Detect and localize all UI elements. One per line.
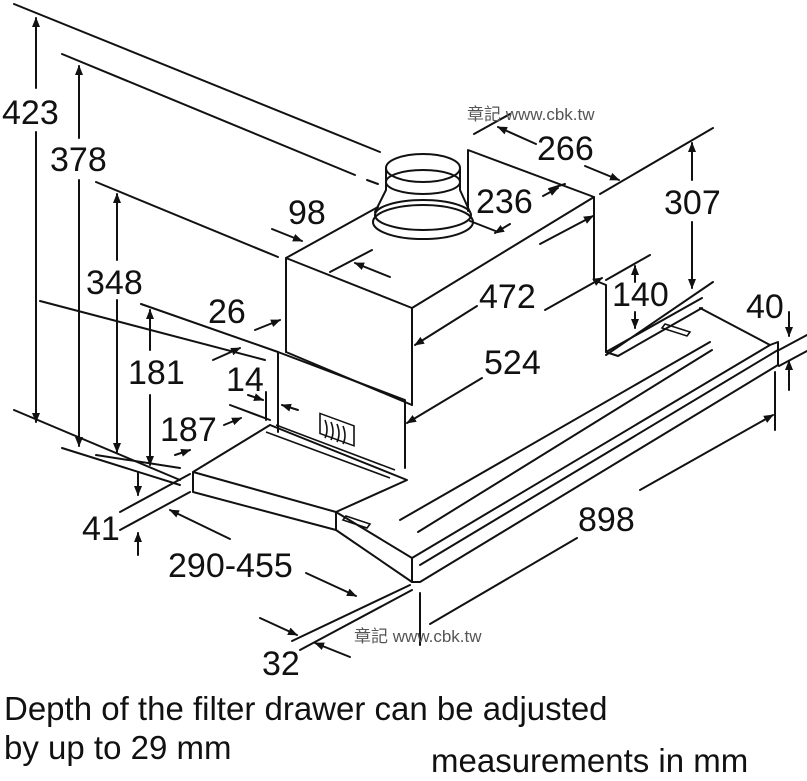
duct-collar: [372, 153, 474, 240]
watermark-bottom: 章記 www.cbk.tw: [354, 627, 482, 646]
dimension-labels: 423 378 348 181 187 26 14 98 266 236 472…: [2, 94, 784, 683]
extension-lines: [13, 3, 381, 486]
drawer-depth-note-line2: by up to 29 mm: [4, 729, 232, 766]
dim-label-290-455: 290-455: [168, 547, 293, 585]
dim-label-348: 348: [86, 264, 143, 302]
dimension-lines: [119, 113, 807, 658]
height-dimension-lines: [32, 17, 154, 466]
drawer-depth-note-line1: Depth of the filter drawer can be adjust…: [4, 690, 608, 727]
units-note: measurements in mm: [431, 742, 749, 779]
front-trim: [335, 307, 779, 583]
dim-label-187: 187: [160, 411, 217, 449]
dim-label-472: 472: [479, 278, 536, 316]
dim-label-140: 140: [612, 276, 669, 314]
dim-label-26: 26: [208, 293, 246, 331]
dim-label-236: 236: [476, 183, 533, 221]
dim-label-898: 898: [578, 501, 635, 539]
dim-label-307: 307: [664, 184, 721, 222]
dim-label-423: 423: [2, 94, 59, 132]
dim-label-14: 14: [226, 361, 264, 399]
dim-label-181: 181: [128, 354, 185, 392]
dim-label-98: 98: [288, 194, 326, 232]
dim-label-41: 41: [82, 510, 120, 548]
dim-label-40: 40: [746, 288, 784, 326]
dim-label-378: 378: [50, 141, 107, 179]
dim-label-524: 524: [484, 344, 541, 382]
control-switch: [319, 412, 355, 447]
dim-label-32: 32: [262, 645, 300, 683]
filter-drawer: [192, 424, 408, 531]
watermark-top: 章記 www.cbk.tw: [467, 105, 595, 124]
dim-label-266: 266: [537, 130, 594, 168]
